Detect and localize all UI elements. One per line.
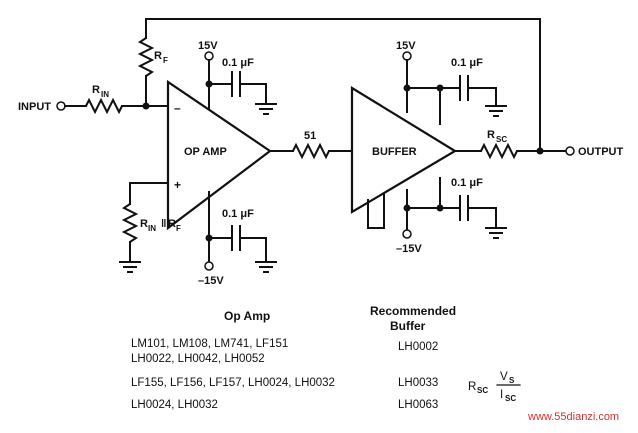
rin-rf-sub1: IN — [148, 224, 156, 233]
rsc-label: R — [487, 129, 495, 141]
table-row-1-opamp-1: LM101, LM108, LM741, LF151 — [131, 338, 288, 350]
table-row-1-buffer: LH0002 — [398, 341, 438, 353]
buf-cap-bot-label: 0.1 μF — [451, 177, 483, 189]
resistor-rf: R F — [137, 18, 168, 107]
formula-r: R — [468, 381, 476, 393]
op-amp: – + OP AMP — [166, 79, 272, 231]
rin-rf-sub2: F — [176, 224, 181, 233]
watermark: www.55dianzi.com — [527, 411, 619, 423]
table-header-opamp: Op Amp — [224, 309, 270, 323]
op-amp-label: OP AMP — [184, 146, 227, 158]
rin-rf-label: R — [140, 218, 148, 230]
rsc-label-sub: SC — [496, 135, 507, 144]
table-row-1-opamp-2: LH0022, LH0042, LH0052 — [131, 353, 265, 365]
rin-rf-bar: ‖ — [161, 218, 166, 230]
rin-label: R — [92, 84, 100, 96]
buffer-pos-supply: 15V 0.1 μF — [396, 40, 507, 125]
r51-label: 51 — [304, 130, 316, 142]
rin-rf-r2: R — [168, 218, 176, 230]
recommendation-table: Op Amp Recommended Buffer LM101, LM108, … — [131, 304, 456, 411]
buf-neg15-label: –15V — [396, 243, 422, 255]
op-amp-pos-supply: 15V 0.1 μF — [198, 40, 277, 115]
op-amp-minus: – — [174, 101, 181, 115]
buf-pos15-label: 15V — [396, 40, 416, 52]
rf-label-sub: F — [163, 56, 168, 65]
rsc-formula: R SC V S I SC — [468, 371, 521, 403]
table-row-3-buffer: LH0063 — [398, 399, 438, 411]
input-terminal — [56, 101, 66, 111]
op-neg15-label: –15V — [198, 275, 224, 287]
output-section: OUTPUT R SC — [454, 129, 624, 160]
op-cap-bot-label: 0.1 μF — [222, 208, 254, 220]
op-amp-neg-supply: –15V 0.1 μF — [198, 191, 277, 287]
formula-den-sub: SC — [505, 394, 516, 403]
table-row-2-opamp-1: LF155, LF156, LF157, LH0024, LH0032 — [131, 377, 335, 389]
formula-num: V — [500, 371, 508, 383]
input-label: INPUT — [18, 101, 51, 113]
table-header-buffer-2: Buffer — [390, 319, 426, 333]
buffer: BUFFER — [350, 86, 458, 229]
table-row-2-buffer: LH0033 — [398, 377, 438, 389]
resistor-rin-rf: R IN ‖ R F — [119, 182, 181, 273]
input-section: INPUT R IN — [18, 84, 169, 115]
feedback-wire — [145, 18, 541, 152]
rf-label: R — [154, 50, 162, 62]
formula-r-sub: SC — [477, 386, 488, 395]
op-amp-plus: + — [174, 178, 181, 192]
output-label: OUTPUT — [578, 146, 624, 158]
resistor-51: 51 — [269, 130, 353, 160]
formula-num-sub: S — [509, 376, 515, 385]
formula-den: I — [500, 389, 503, 401]
buffer-label: BUFFER — [372, 146, 417, 158]
table-header-buffer-1: Recommended — [370, 304, 456, 318]
op-pos15-label: 15V — [198, 40, 218, 52]
rin-label-sub: IN — [101, 90, 109, 99]
op-cap-top-label: 0.1 μF — [222, 57, 254, 69]
buffer-neg-supply: –15V 0.1 μF — [396, 177, 507, 255]
buf-cap-top-label: 0.1 μF — [451, 57, 483, 69]
table-row-3-opamp-1: LH0024, LH0032 — [131, 399, 218, 411]
